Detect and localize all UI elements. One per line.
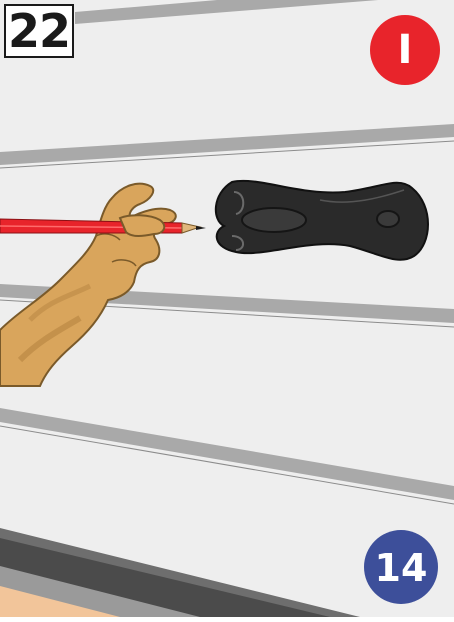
- step-number: 22: [4, 4, 74, 58]
- thumb: [120, 215, 164, 236]
- page-badge-bottom: 14: [364, 530, 438, 604]
- section-badge-top: I: [370, 15, 440, 85]
